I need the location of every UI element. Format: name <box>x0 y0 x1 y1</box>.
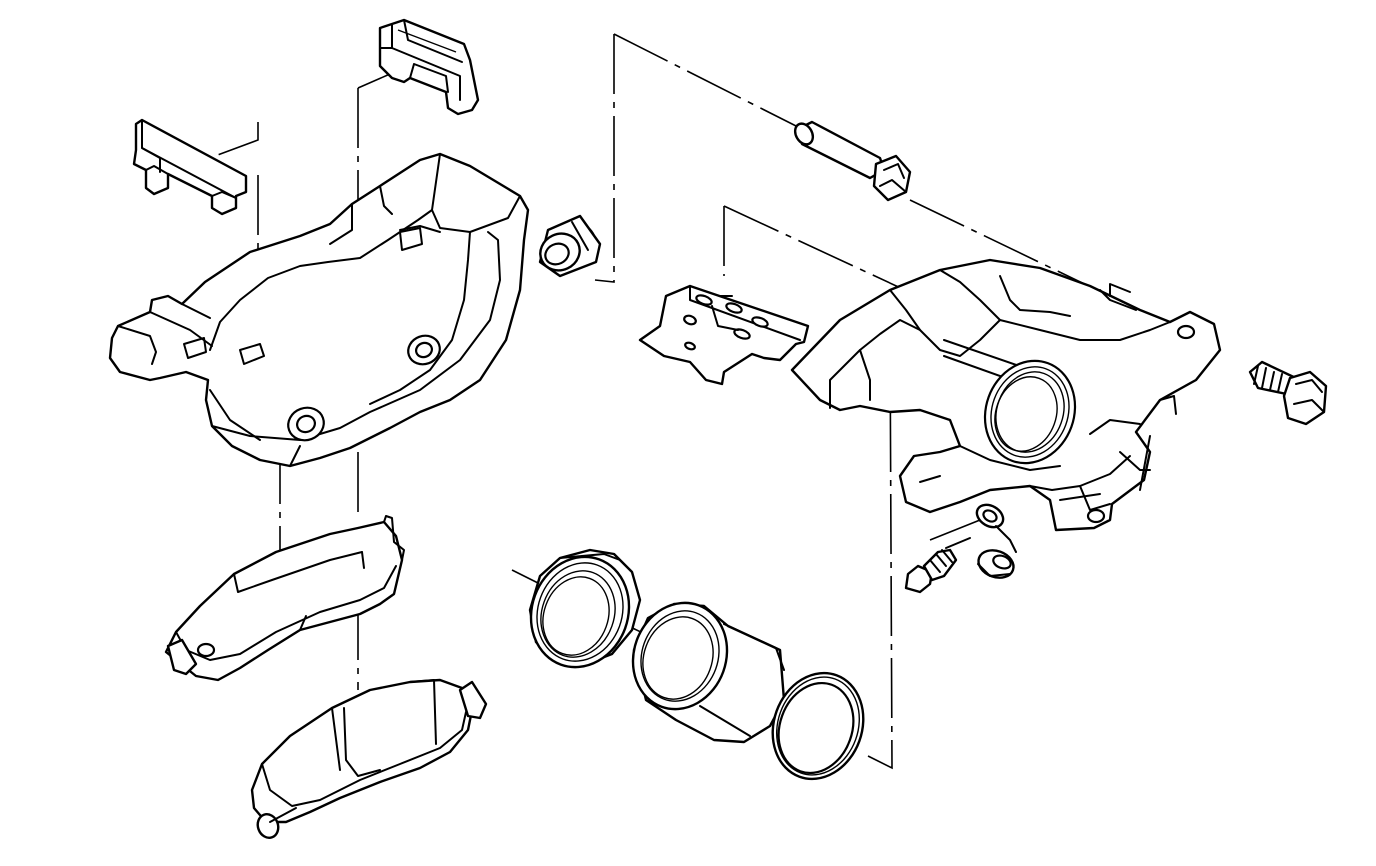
caliper-piston <box>631 601 786 744</box>
caliper-mounting-bolt <box>1248 360 1328 426</box>
outer-brake-pad <box>250 678 488 839</box>
caliper-guide-pin <box>793 120 912 202</box>
pin-boot-small <box>538 214 602 278</box>
anti-rattle-clip-left <box>132 118 248 216</box>
anti-rattle-clip-top <box>378 18 480 116</box>
caliper-mounting-bracket <box>108 152 530 468</box>
bleeder-screw <box>904 537 971 594</box>
bleeder-cap <box>975 503 1017 579</box>
piston-dust-boot <box>528 548 642 669</box>
pad-shim-plate <box>638 284 810 386</box>
piston-seal <box>771 671 865 781</box>
inner-brake-pad <box>164 515 405 682</box>
caliper-housing <box>790 258 1222 532</box>
